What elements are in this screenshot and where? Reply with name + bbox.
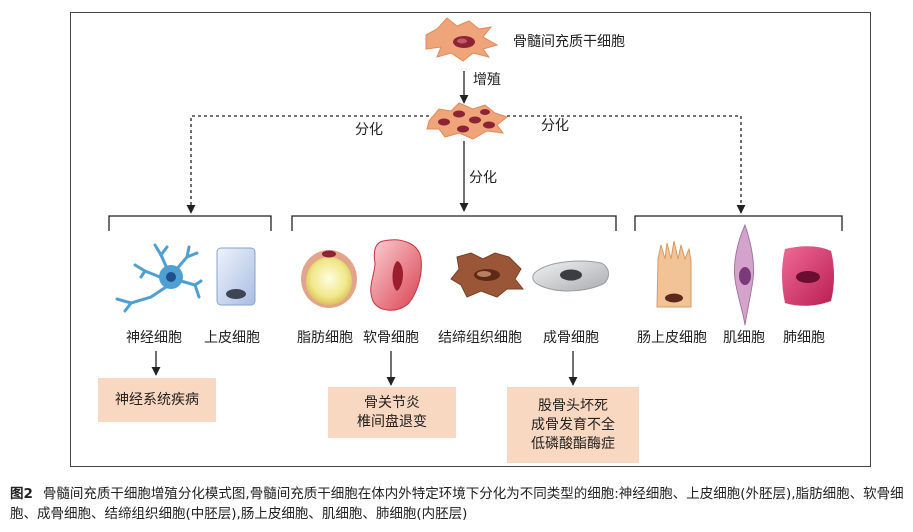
endoderm-bracket bbox=[634, 215, 843, 231]
cell-label-connective: 结缔组织细胞 bbox=[438, 330, 522, 346]
mesenchymal-stem-cell-icon bbox=[425, 17, 499, 62]
cell-label-pneumocyte: 肺细胞 bbox=[783, 330, 825, 346]
disease-box-bone: 股骨头坏死 成骨发育不全 低磷酸酯酶症 bbox=[507, 387, 639, 463]
disease-bone-line-1: 股骨头坏死 bbox=[538, 397, 608, 414]
proliferating-cells-icon bbox=[426, 102, 509, 140]
stem-cell-label: 骨髓间充质干细胞 bbox=[513, 34, 625, 50]
mesoderm-bracket bbox=[291, 215, 617, 231]
disease-cartilage-line-2: 椎间盘退变 bbox=[357, 413, 427, 430]
intestinal-epithelial-cell-icon bbox=[656, 240, 692, 308]
disease-box-nervous: 神经系统疾病 bbox=[98, 378, 216, 422]
ectoderm-bracket bbox=[108, 215, 272, 231]
figure-caption-text: 骨髓间充质干细胞增殖分化模式图,骨髓间充质干细胞在体内外特定环境下分化为不同类型… bbox=[10, 486, 904, 522]
epithelial-cell-icon bbox=[216, 247, 256, 306]
figure-label: 图2 bbox=[10, 486, 33, 502]
connectors bbox=[108, 71, 843, 386]
cell-label-adipocyte: 脂肪细胞 bbox=[297, 330, 353, 346]
diagram-frame: 骨髓间充质干细胞 增殖 分化 分化 分化 神经细胞 上皮细胞 脂肪细胞 软骨细胞… bbox=[70, 12, 871, 467]
disease-cartilage-line-1: 骨关节炎 bbox=[364, 394, 420, 411]
proliferation-label: 增殖 bbox=[473, 72, 501, 88]
differentiation-left-label: 分化 bbox=[355, 122, 383, 138]
differentiation-right-label: 分化 bbox=[541, 118, 569, 134]
left-branch-line bbox=[186, 115, 429, 214]
osteoblast-icon bbox=[532, 260, 609, 292]
cell-label-epithelial: 上皮细胞 bbox=[204, 330, 260, 346]
differentiation-diagram bbox=[108, 17, 843, 386]
lung-cell-icon bbox=[782, 246, 834, 306]
disease-bone-line-3: 低磷酸酯酶症 bbox=[531, 435, 615, 452]
cell-label-osteoblast: 成骨细胞 bbox=[543, 330, 599, 346]
disease-box-cartilage: 骨关节炎 椎间盘退变 bbox=[328, 387, 456, 438]
right-branch-line bbox=[501, 115, 746, 214]
disease-bone-line-2: 成骨发育不全 bbox=[531, 416, 615, 433]
neuron-icon bbox=[115, 243, 203, 313]
cell-label-chondrocyte: 软骨细胞 bbox=[363, 330, 419, 346]
cell-label-intestinal: 肠上皮细胞 bbox=[637, 330, 707, 346]
cell-label-myocyte: 肌细胞 bbox=[723, 330, 765, 346]
disease-nervous-line: 神经系统疾病 bbox=[115, 391, 199, 408]
connective-tissue-cell-icon bbox=[450, 252, 525, 298]
chondrocyte-icon bbox=[370, 239, 422, 311]
myocyte-icon bbox=[734, 223, 754, 326]
cell-label-neuron: 神经细胞 bbox=[126, 330, 182, 346]
adipocyte-icon bbox=[301, 250, 357, 308]
differentiation-center-label: 分化 bbox=[469, 170, 497, 186]
